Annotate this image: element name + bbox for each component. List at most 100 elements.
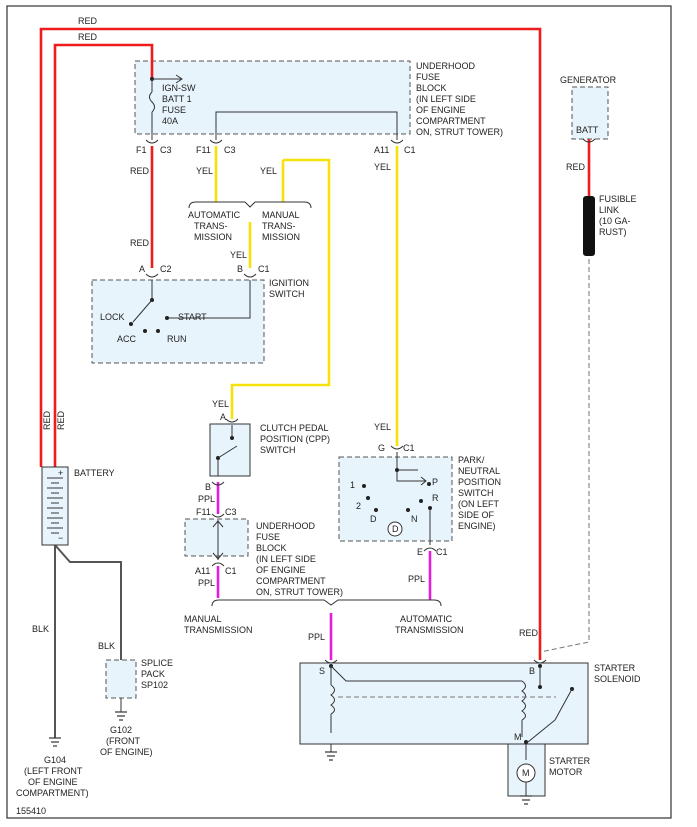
pnp-title-5: (ON LEFT: [458, 499, 500, 509]
red-wire-outer: [39, 27, 542, 660]
fuse-block-2-passthrough: [212, 520, 224, 560]
generator-title: GENERATOR: [560, 75, 617, 85]
cpp-pin-b: B: [205, 482, 211, 492]
g104-line-2: (LEFT FRONT: [24, 766, 83, 776]
fb2-pin-a11: A11: [195, 566, 210, 576]
fuse-label-4: 40A: [162, 116, 178, 126]
splice-line-3: SP102: [141, 680, 168, 690]
manual-trans-1: MANUAL: [262, 210, 300, 220]
fusible-link-2: LINK: [599, 205, 619, 215]
pnp-pin-g: G: [378, 443, 385, 453]
label-ppl-cpp: PPL: [198, 494, 215, 504]
lower-auto-1: AUTOMATIC: [400, 614, 453, 624]
fuse-block-title-6: COMPARTMENT: [416, 116, 486, 126]
label-ppl-pnp: PPL: [408, 574, 425, 584]
label-yel-f11: YEL: [196, 166, 213, 176]
label-red-vertical-2: RED: [56, 410, 66, 430]
label-yel-pnp: YEL: [374, 422, 391, 432]
solenoid-title-1: STARTER: [594, 663, 636, 673]
pnp-conn-c1-bottom: C1: [436, 547, 448, 557]
motor-title-2: MOTOR: [549, 767, 583, 777]
splice-pack-box: [105, 659, 137, 699]
battery-title: BATTERY: [74, 468, 115, 478]
cpp-title-3: SWITCH: [260, 445, 296, 455]
fuse-block-connectors: [145, 139, 404, 144]
ign-pin-a: A: [139, 264, 145, 274]
pnp-title-6: SIDE OF: [458, 510, 495, 520]
diagram-id: 155410: [16, 806, 46, 816]
generator-connector: [582, 138, 596, 143]
pnp-conn-c1-top: C1: [403, 443, 415, 453]
fb2-conn-c1: C1: [225, 566, 237, 576]
g102-line-3: OF ENGINE): [100, 747, 153, 757]
fuse-block-title-2: FUSE: [416, 72, 440, 82]
label-yel-a11: YEL: [374, 162, 391, 172]
conn-c1-a11: C1: [404, 145, 416, 155]
pnp-circle-label: D: [392, 524, 399, 534]
ground-motor-icon: [520, 795, 532, 805]
fusible-link-4: RUST): [599, 227, 627, 237]
solenoid-connectors: [324, 659, 547, 664]
fuse-arrow: [152, 74, 183, 84]
fb2-title-2: FUSE: [256, 532, 280, 542]
pnp-pos-1: 1: [350, 480, 355, 490]
generator-box: [571, 86, 609, 140]
motor-title-1: STARTER: [549, 756, 591, 766]
label-red-starter: RED: [519, 628, 539, 638]
fb2-title-1: UNDERHOOD: [256, 521, 316, 531]
solenoid-pin-m: M: [514, 732, 522, 742]
label-red-vertical-1: RED: [42, 410, 52, 430]
cpp-switch-blade: [217, 445, 238, 459]
pnp-pos-n: N: [411, 514, 418, 524]
fuse-symbol: [149, 79, 155, 140]
pnp-pos-p: P: [432, 477, 438, 487]
fb2-pin-f11: F11: [196, 507, 211, 517]
fuse-block-title-4: (IN LEFT SIDE: [416, 94, 476, 104]
lower-manual-2: TRANSMISSION: [184, 625, 253, 635]
fuse-label-1: IGN-SW: [162, 83, 196, 93]
manual-trans-2: TRANS-: [262, 221, 296, 231]
fuse-block-title-1: UNDERHOOD: [416, 61, 476, 71]
pnp-connectors: [390, 445, 437, 552]
g104-line-4: COMPARTMENT): [16, 788, 89, 798]
ground-solenoid-icon: [325, 751, 337, 761]
ign-run: RUN: [167, 334, 187, 344]
fuse-block-title-5: OF ENGINE: [416, 105, 466, 115]
fuse-label-2: BATT 1: [162, 94, 192, 104]
pnp-arrow: [420, 476, 427, 486]
generator-batt: BATT: [576, 125, 599, 135]
label-ppl-starter: PPL: [308, 632, 325, 642]
pnp-pos-d: D: [370, 514, 377, 524]
ign-lock: LOCK: [100, 312, 125, 322]
solenoid-coil-1: [330, 684, 335, 715]
pin-f1: F1: [136, 145, 147, 155]
g104-line-3: OF ENGINE: [28, 777, 78, 787]
ign-pin-b: B: [237, 264, 243, 274]
ign-start: START: [178, 312, 207, 322]
conn-c3-f1: C3: [160, 145, 172, 155]
pnp-drive-circle: [387, 521, 403, 537]
pin-a11: A11: [374, 145, 389, 155]
ignition-switch-box: [91, 279, 265, 364]
fuse-label-3: FUSE: [162, 105, 186, 115]
label-red-top-2: RED: [78, 32, 98, 42]
solenoid-pin-s: S: [319, 666, 325, 676]
g102-line-2: (FRONT: [106, 736, 140, 746]
conn-c3-f11: C3: [224, 145, 236, 155]
brace-lower: [211, 599, 442, 607]
battery-plus: +: [58, 468, 63, 478]
label-yel-manual: YEL: [260, 166, 277, 176]
fusible-link-body: [583, 196, 595, 256]
auto-trans-1: AUTOMATIC: [188, 210, 241, 220]
ign-acc: ACC: [117, 334, 137, 344]
solenoid-b-leads: [521, 666, 541, 737]
ignition-connectors: [145, 273, 257, 278]
pnp-title-1: PARK/: [458, 455, 485, 465]
solenoid-contact: [525, 688, 573, 760]
pnp-title-3: POSITION: [458, 477, 501, 487]
pnp-title-7: ENGINE): [458, 521, 496, 531]
cpp-pin-a: A: [220, 412, 226, 422]
solenoid-title-2: SOLENOID: [594, 674, 641, 684]
pin-f11: F11: [196, 145, 211, 155]
